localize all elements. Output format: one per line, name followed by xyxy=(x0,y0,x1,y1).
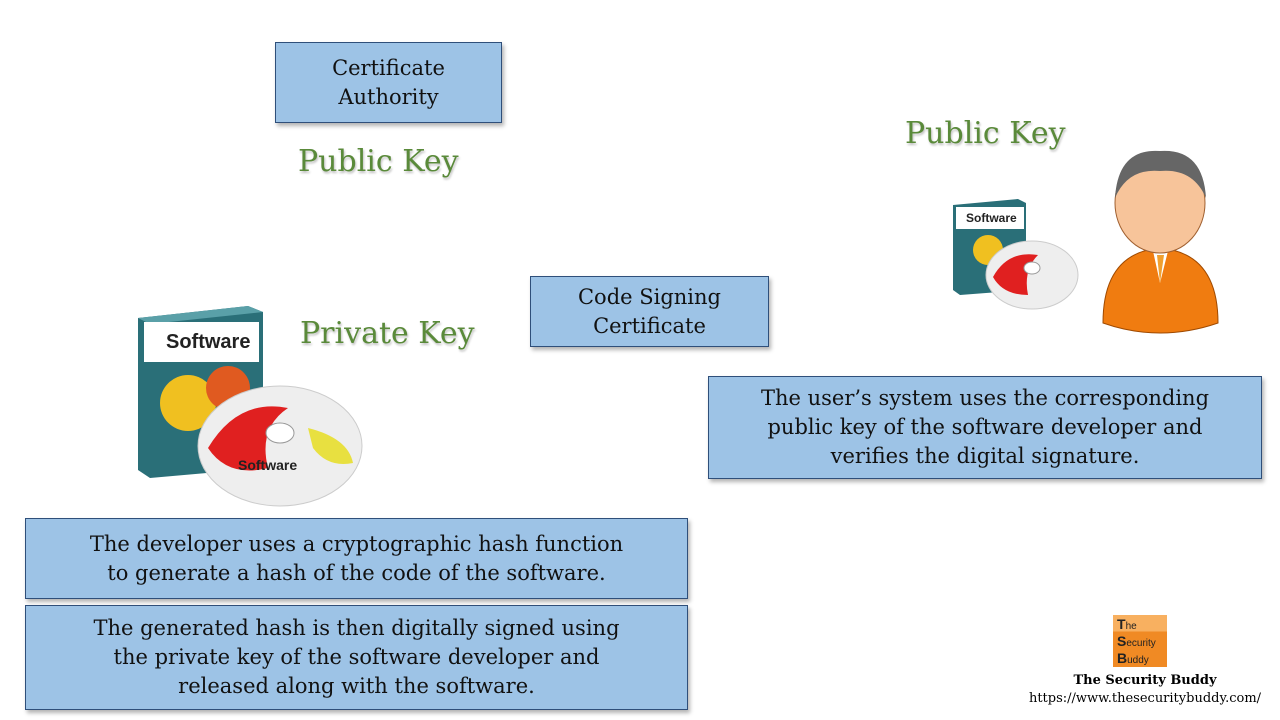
code-signing-label: Code Signing Certificate xyxy=(577,284,721,338)
small-software-label: Software xyxy=(966,211,1017,225)
developer-sign-text: The generated hash is then digitally sig… xyxy=(93,616,620,698)
certificate-authority-box: Certificate Authority xyxy=(275,42,502,123)
ca-public-key-label: Public Key xyxy=(298,144,459,179)
brand-name: The Security Buddy xyxy=(1073,673,1217,688)
certificate-authority-label: Certificate Authority xyxy=(332,55,445,109)
user-verification-text: The user’s system uses the corresponding… xyxy=(760,386,1210,468)
brand-url: https://www.thesecuritybuddy.com/ xyxy=(1028,691,1262,706)
software-box-label: Software xyxy=(166,331,250,353)
user-public-key-label: Public Key xyxy=(905,116,1066,151)
developer-hash-box: The developer uses a cryptographic hash … xyxy=(25,518,688,599)
developer-sign-box: The generated hash is then digitally sig… xyxy=(25,605,688,710)
developer-hash-text: The developer uses a cryptographic hash … xyxy=(89,531,624,585)
software-package-small-image: Software xyxy=(953,199,1079,310)
user-avatar-icon xyxy=(1102,150,1219,334)
user-verification-box: The user’s system uses the corresponding… xyxy=(708,376,1262,479)
software-disc-label: Software xyxy=(238,457,297,473)
code-signing-certificate-box: Code Signing Certificate xyxy=(530,276,769,347)
private-key-label: Private Key xyxy=(300,316,475,351)
software-package-image: Software Software xyxy=(138,306,363,507)
